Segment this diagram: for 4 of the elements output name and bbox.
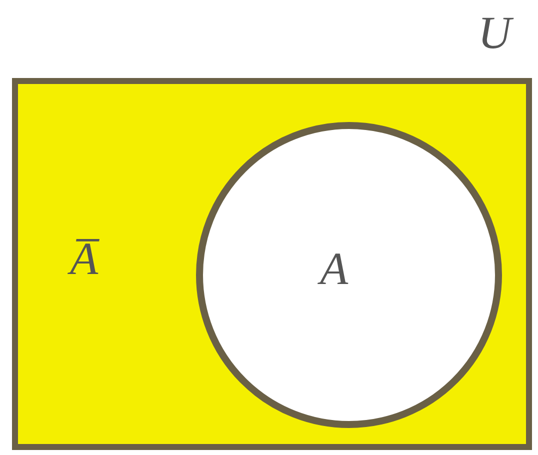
universal-set-rectangle: [12, 78, 532, 450]
set-label: U: [478, 10, 512, 56]
set-label: A: [320, 246, 348, 292]
complement-label: A̅: [70, 236, 98, 282]
